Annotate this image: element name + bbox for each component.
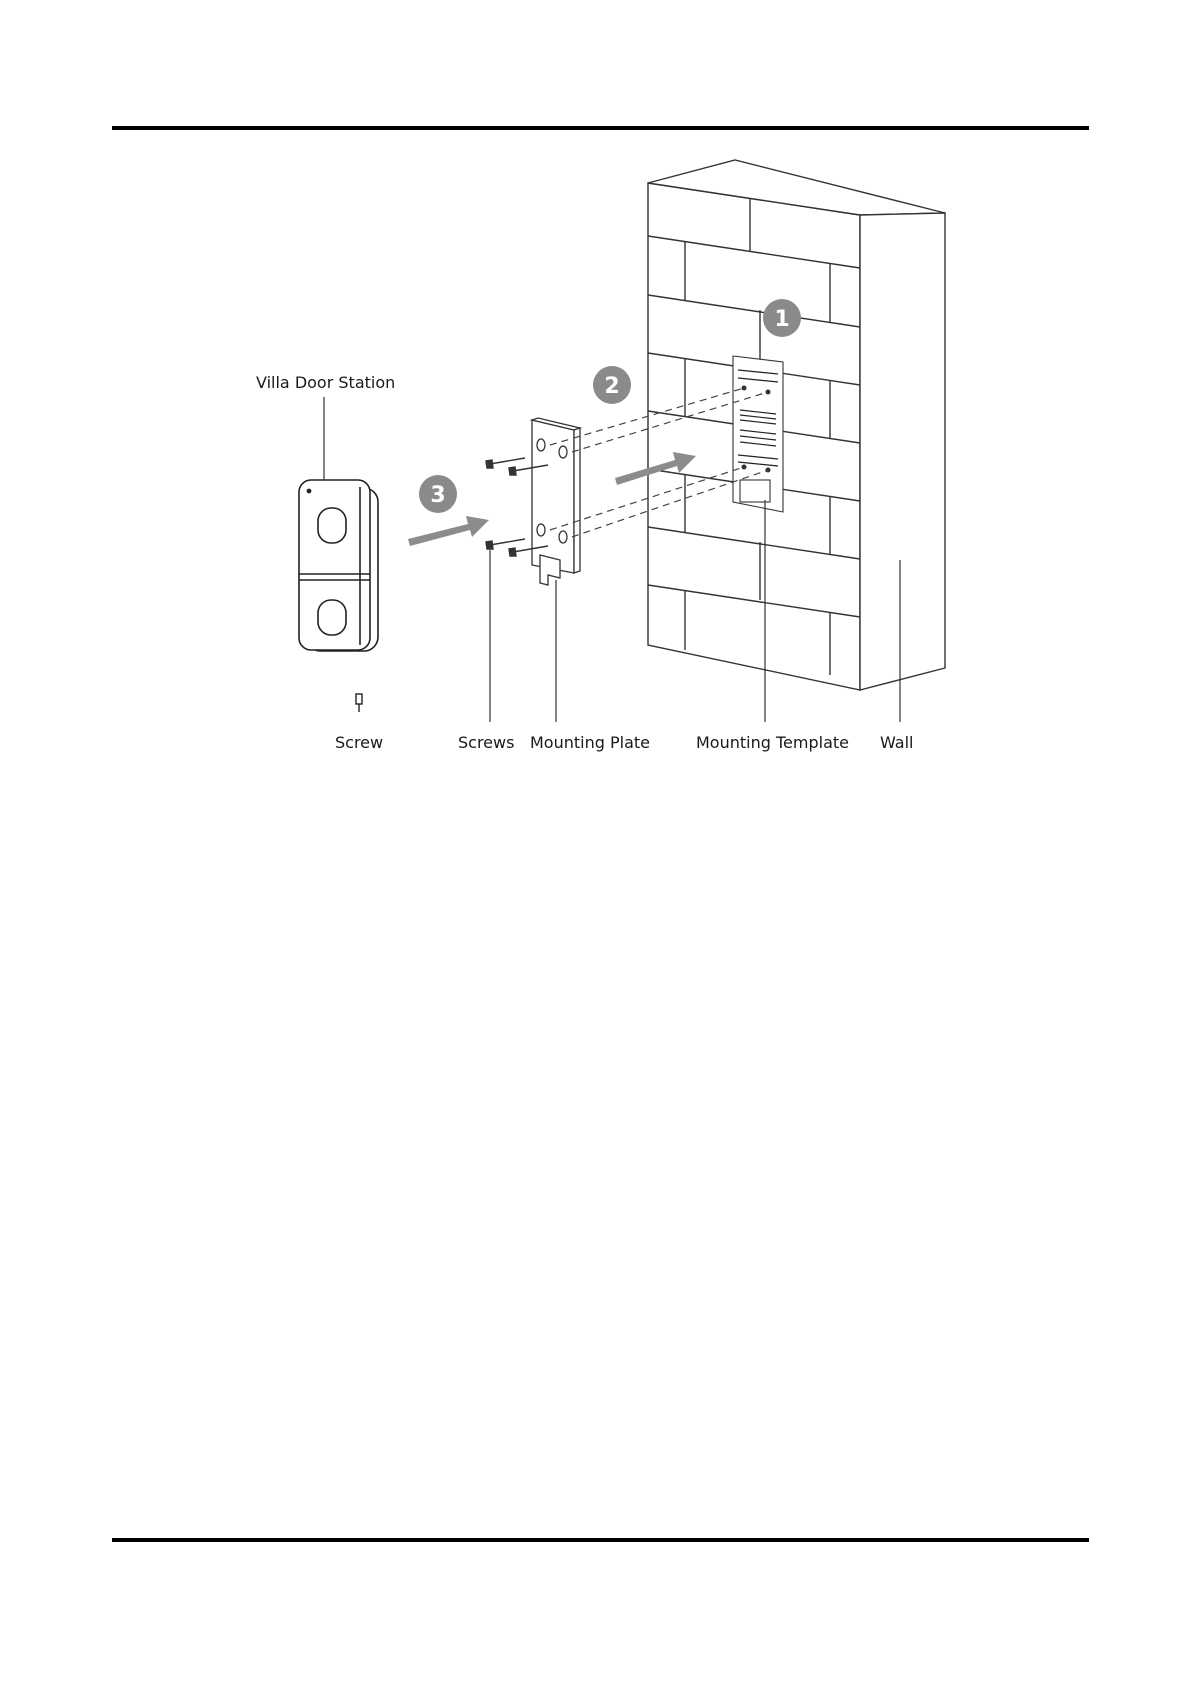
label-screws: Screws xyxy=(458,733,514,752)
svg-text:1: 1 xyxy=(774,307,789,332)
villa-door-station-drawing xyxy=(299,480,378,651)
label-screw: Screw xyxy=(335,733,383,752)
mounting-template-drawing xyxy=(733,356,783,512)
screw-drawing xyxy=(356,694,362,712)
label-wall: Wall xyxy=(880,733,914,752)
arrow-step3-icon xyxy=(408,516,489,546)
step-badge-1: 1 xyxy=(763,299,801,337)
label-mounting-plate: Mounting Plate xyxy=(530,733,650,752)
label-mounting-template: Mounting Template xyxy=(696,733,849,752)
svg-text:2: 2 xyxy=(604,374,619,399)
label-villa-door-station: Villa Door Station xyxy=(256,373,395,392)
step-badge-2: 2 xyxy=(593,366,631,404)
step-badge-3: 3 xyxy=(419,475,457,513)
svg-text:3: 3 xyxy=(430,483,445,508)
